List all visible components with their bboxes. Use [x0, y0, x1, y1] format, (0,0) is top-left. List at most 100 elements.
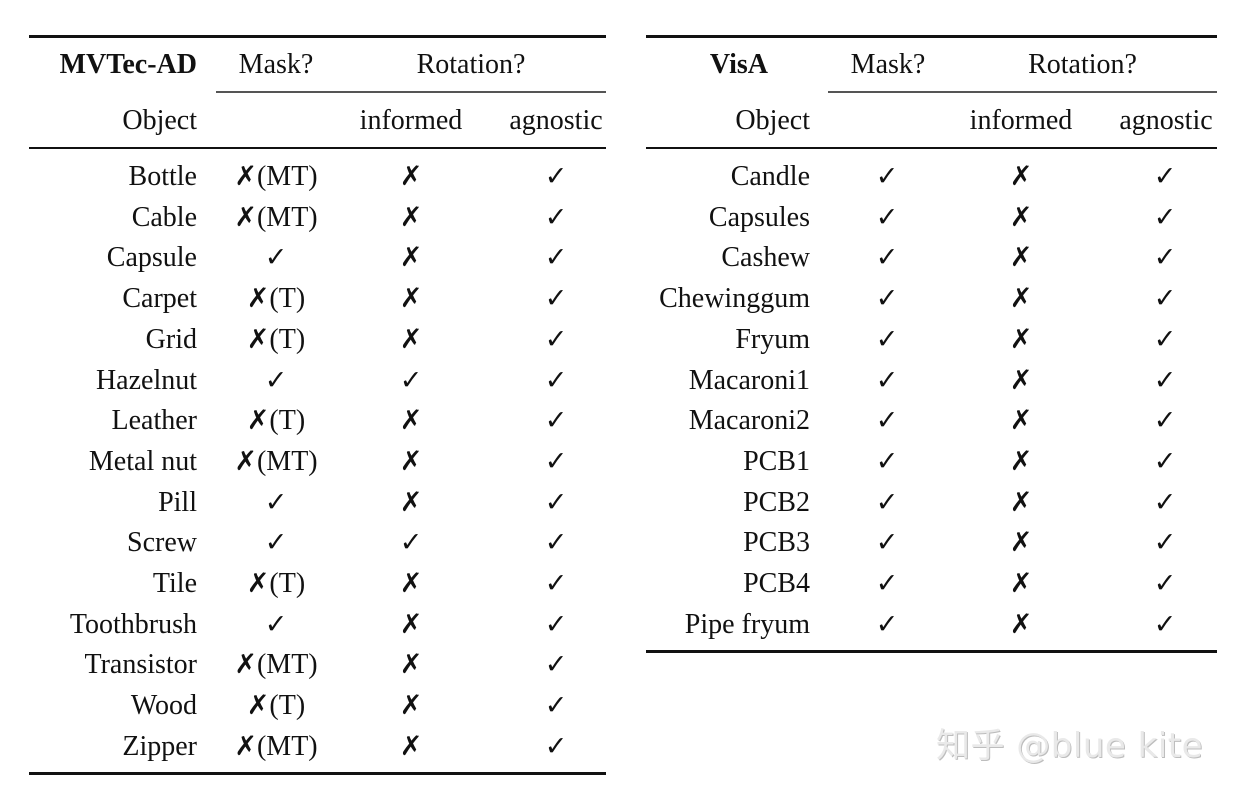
mask-cell: ✓: [817, 526, 957, 560]
rotation-header: Rotation?: [1028, 49, 1137, 80]
object-name: Capsules: [708, 201, 810, 233]
mask-cell: ✓: [817, 567, 957, 601]
cross-icon: ✗: [1009, 486, 1033, 518]
informed-cell: ✗: [971, 567, 1071, 601]
object-name: Metal nut: [88, 445, 197, 477]
check-icon: ✓: [875, 161, 899, 192]
informed-cell: ✗: [361, 160, 461, 194]
mask-cell: ✗(T): [206, 689, 346, 723]
check-icon: ✓: [1153, 405, 1177, 437]
cross-icon: ✗: [1009, 445, 1033, 477]
object-name: Candle: [730, 161, 810, 192]
mask-cell: ✓: [817, 323, 957, 357]
agnostic-cell: ✓: [506, 241, 606, 275]
object-name: Capsule: [106, 242, 197, 274]
agnostic-cell: ✓: [1115, 282, 1215, 316]
check-icon: ✓: [399, 527, 423, 559]
mask-note: (T): [269, 323, 306, 355]
cross-icon: ✗: [1009, 364, 1033, 396]
cross-icon: ✗: [1009, 161, 1033, 192]
object-name: Macaroni2: [688, 405, 810, 437]
object-name: Hazelnut: [95, 364, 197, 396]
object-name: Fryum: [735, 323, 810, 355]
agnostic-cell: ✓: [506, 445, 606, 479]
object-name: Chewinggum: [659, 283, 810, 315]
check-icon: ✓: [875, 242, 899, 274]
agnostic-cell: ✓: [506, 160, 606, 194]
cross-icon: ✗: [399, 242, 423, 274]
mask-cell: ✓: [817, 201, 957, 235]
check-icon: ✓: [1153, 161, 1177, 192]
mask-cell: ✓: [206, 364, 346, 398]
check-icon: ✓: [875, 405, 899, 437]
cross-icon: ✗: [234, 649, 257, 681]
mask-note: (T): [269, 568, 306, 599]
cross-icon: ✗: [234, 201, 257, 233]
mvtec-ad-table: MVTec-AD Mask? Rotation? Object informed…: [29, 35, 606, 775]
informed-cell: ✗: [971, 526, 1071, 560]
check-icon: ✓: [544, 445, 568, 477]
cross-icon: ✗: [234, 730, 257, 762]
check-icon: ✓: [264, 486, 288, 518]
cross-icon: ✗: [399, 730, 423, 762]
check-icon: ✓: [544, 161, 568, 192]
cross-icon: ✗: [399, 486, 423, 518]
agnostic-cell: ✓: [506, 526, 606, 560]
top-rule: [29, 35, 606, 38]
mask-cell: ✗(MT): [206, 160, 346, 194]
check-icon: ✓: [544, 730, 568, 762]
mask-cell: ✗(T): [206, 323, 346, 357]
mask-cell: ✓: [817, 404, 957, 438]
cross-icon: ✗: [246, 283, 270, 315]
bottom-rule: [646, 650, 1217, 653]
cross-icon: ✗: [399, 405, 423, 437]
informed-cell: ✗: [361, 648, 461, 682]
informed-cell: ✗: [971, 282, 1071, 316]
check-icon: ✓: [544, 283, 568, 315]
check-icon: ✓: [1153, 242, 1177, 274]
mask-header: Mask?: [850, 49, 926, 80]
check-icon: ✓: [1153, 568, 1177, 599]
check-icon: ✓: [264, 527, 288, 559]
informed-cell: ✓: [361, 364, 461, 398]
cross-icon: ✗: [246, 405, 270, 437]
informed-cell: ✗: [361, 445, 461, 479]
cross-icon: ✗: [1009, 283, 1033, 315]
check-icon: ✓: [544, 486, 568, 518]
check-icon: ✓: [544, 364, 568, 396]
agnostic-cell: ✓: [1115, 201, 1215, 235]
agnostic-cell: ✓: [506, 486, 606, 520]
agnostic-cell: ✓: [1115, 160, 1215, 194]
check-icon: ✓: [264, 242, 288, 274]
informed-cell: ✗: [971, 364, 1071, 398]
mask-cell: ✓: [817, 608, 957, 642]
rotation-header: Rotation?: [416, 49, 526, 80]
cross-icon: ✗: [234, 445, 257, 477]
object-name: PCB4: [743, 568, 810, 599]
check-icon: ✓: [544, 568, 568, 599]
check-icon: ✓: [544, 527, 568, 559]
check-icon: ✓: [399, 364, 423, 396]
check-icon: ✓: [1153, 364, 1177, 396]
agnostic-cell: ✓: [506, 282, 606, 316]
object-name: Zipper: [122, 730, 197, 762]
cross-icon: ✗: [1009, 405, 1033, 437]
object-name: Pipe fryum: [684, 608, 810, 640]
agnostic-cell: ✓: [506, 201, 606, 235]
object-name: Cable: [131, 201, 197, 233]
agnostic-cell: ✓: [506, 567, 606, 601]
object-name: Macaroni1: [688, 364, 810, 396]
cross-icon: ✗: [1009, 242, 1033, 274]
watermark: 知乎 @blue kite: [936, 726, 1203, 766]
cross-icon: ✗: [399, 568, 423, 599]
mask-cell: ✗(T): [206, 404, 346, 438]
mid-rule: [646, 147, 1217, 149]
mask-cell: ✓: [206, 526, 346, 560]
informed-cell: ✗: [361, 730, 461, 764]
mask-note: (MT): [256, 730, 318, 762]
mask-cell: ✓: [206, 608, 346, 642]
cross-icon: ✗: [399, 161, 423, 192]
mask-note: (T): [269, 690, 306, 722]
informed-cell: ✗: [971, 160, 1071, 194]
